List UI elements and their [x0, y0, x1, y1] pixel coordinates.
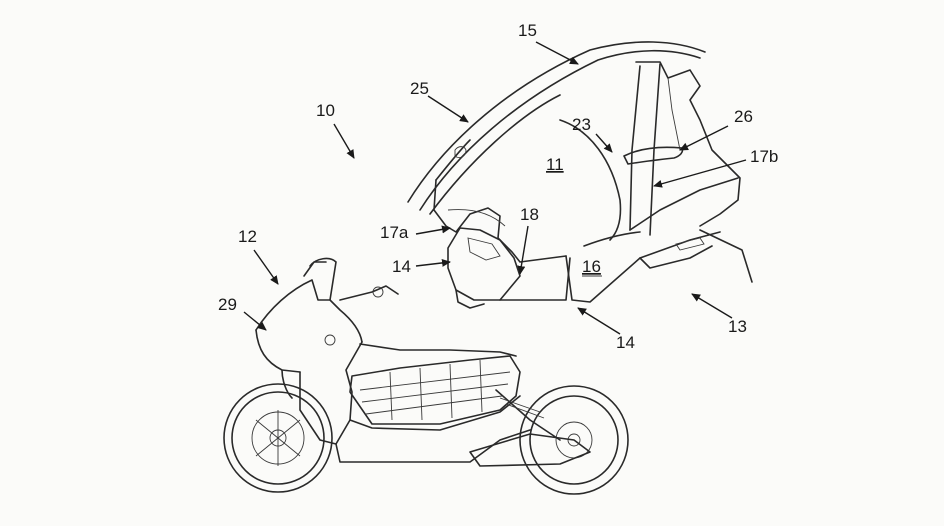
label-14-front: 14: [392, 257, 411, 276]
label-12: 12: [238, 227, 257, 246]
label-26: 26: [734, 107, 753, 126]
scooter: [223, 257, 629, 495]
label-15: 15: [518, 21, 537, 40]
roof-assembly: [407, 41, 753, 309]
label-23: 23: [572, 115, 591, 134]
label-25: 25: [410, 79, 429, 98]
label-29: 29: [218, 295, 237, 314]
label-14-rear: 14: [616, 333, 635, 352]
label-11: 11: [546, 155, 564, 174]
label-17b: 17b: [750, 147, 778, 166]
label-13: 13: [728, 317, 747, 336]
label-17a: 17a: [380, 223, 409, 242]
label-16: 16: [582, 257, 601, 276]
reference-numerals: 15 25 10 23 26 11 17b 18 17a 12 14 16 29…: [218, 21, 778, 352]
label-10: 10: [316, 101, 335, 120]
label-18: 18: [520, 205, 539, 224]
reference-arrows: [243, 41, 747, 335]
